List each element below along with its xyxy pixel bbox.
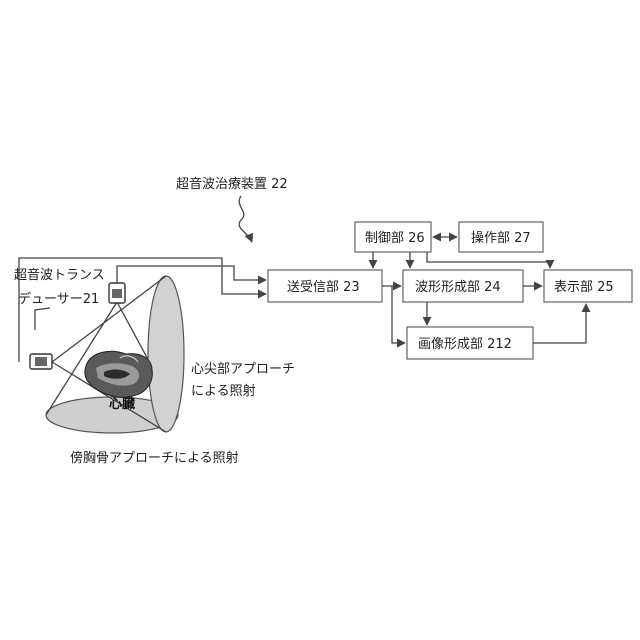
transducer-leader-line xyxy=(35,308,50,330)
heart-label: 心臓 xyxy=(109,396,135,412)
image-forming-block: 画像形成部 212 xyxy=(407,327,533,359)
apex-approach-label-line1: 心尖部アプローチ xyxy=(191,362,295,377)
device-pointer-arrow xyxy=(239,196,252,242)
parasternal-transducer-icon xyxy=(109,283,125,303)
waveform-block: 波形形成部 24 xyxy=(403,270,523,302)
image-forming-block-label: 画像形成部 212 xyxy=(418,337,512,352)
display-block: 表示部 25 xyxy=(544,270,632,302)
tx-rx-block-label: 送受信部 23 xyxy=(287,280,360,295)
display-block-label: 表示部 25 xyxy=(554,280,614,295)
operation-block: 操作部 27 xyxy=(459,222,543,252)
control-block-label: 制御部 26 xyxy=(365,231,425,246)
transducer-label-line2: デューサー21 xyxy=(18,291,99,307)
device-label: 超音波治療装置 22 xyxy=(176,176,288,192)
apical-transducer-icon xyxy=(30,354,52,369)
waveform-block-label: 波形形成部 24 xyxy=(415,280,501,295)
parasternal-approach-label: 傍胸骨アプローチによる照射 xyxy=(70,450,239,466)
operation-block-label: 操作部 27 xyxy=(471,230,531,246)
apex-approach-label-line2: による照射 xyxy=(191,383,256,399)
transducer-label-line1: 超音波トランス xyxy=(14,267,105,283)
tx-rx-block: 送受信部 23 xyxy=(268,270,382,302)
heart-illustration xyxy=(85,351,153,397)
control-block: 制御部 26 xyxy=(355,222,431,252)
